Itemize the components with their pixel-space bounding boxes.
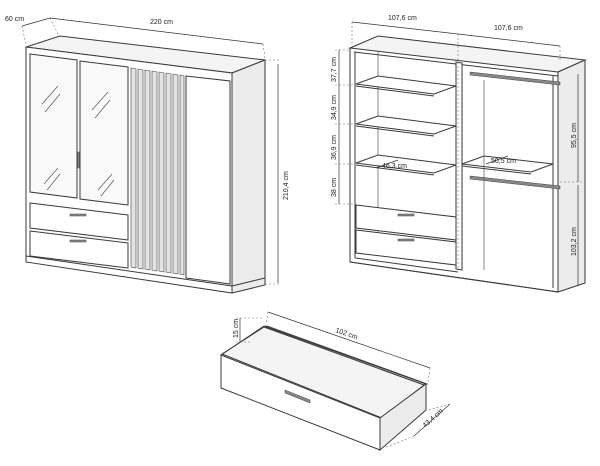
label-shelf-1: 37,7 cm <box>331 57 338 82</box>
interior-drawer-lower-handle <box>397 238 415 242</box>
drawer-upper <box>29 202 129 241</box>
wardrobe-exterior <box>25 35 266 294</box>
label-shelf-2: 34,9 cm <box>331 95 338 120</box>
shelf-right <box>461 155 554 173</box>
drawer-detail <box>220 325 429 452</box>
label-shelf-3: 36,9 cm <box>331 135 338 160</box>
label-shelf-depth-right: 50,5 cm <box>491 158 516 165</box>
mirror-door-left <box>29 53 78 199</box>
drawer-front <box>220 354 381 451</box>
label-shelf-4: 38 cm <box>331 178 338 197</box>
door-handle <box>77 151 80 169</box>
shelf-2 <box>355 115 457 135</box>
interior-side <box>557 59 586 293</box>
interior-drawer-lower <box>355 229 457 266</box>
drawer-lower <box>29 230 129 269</box>
label-height: 210,4 cm <box>283 171 290 200</box>
mirror-door-right <box>79 60 129 206</box>
hanging-rail-lower <box>469 175 561 190</box>
shelf-1 <box>355 75 457 95</box>
label-lower-compartment: 103,2 cm <box>571 227 578 256</box>
label-upper-compartment: 95,5 cm <box>571 123 578 148</box>
drawer-upper-handle <box>69 213 87 217</box>
interior-drawer-upper-handle <box>397 213 415 217</box>
hanging-rail-upper <box>469 71 561 86</box>
wardrobe-side <box>231 59 266 294</box>
label-left-section-width: 107,6 cm <box>388 15 417 22</box>
interior-dimensions: 107,6 cm 107,6 cm 37,7 cm 34,9 cm 36,9 c… <box>331 15 584 286</box>
interior-drawer-upper <box>355 204 457 241</box>
slatted-panel <box>130 67 185 276</box>
shelf-3 <box>355 154 457 174</box>
center-divider <box>455 61 463 271</box>
label-drawer-height: 15 cm <box>233 319 240 338</box>
label-shelf-depth-left: 46,3 cm <box>382 163 407 170</box>
wardrobe-dimensions: 60 cm 220 cm 210,4 cm <box>5 16 290 285</box>
interior-top <box>348 35 587 73</box>
drawer-handle <box>284 389 311 404</box>
drawer-lower-handle <box>69 239 87 243</box>
label-width: 220 cm <box>150 19 173 26</box>
sliding-door-right <box>185 75 231 285</box>
label-depth: 60 cm <box>5 16 24 23</box>
label-right-section-width: 107,6 cm <box>494 25 523 32</box>
